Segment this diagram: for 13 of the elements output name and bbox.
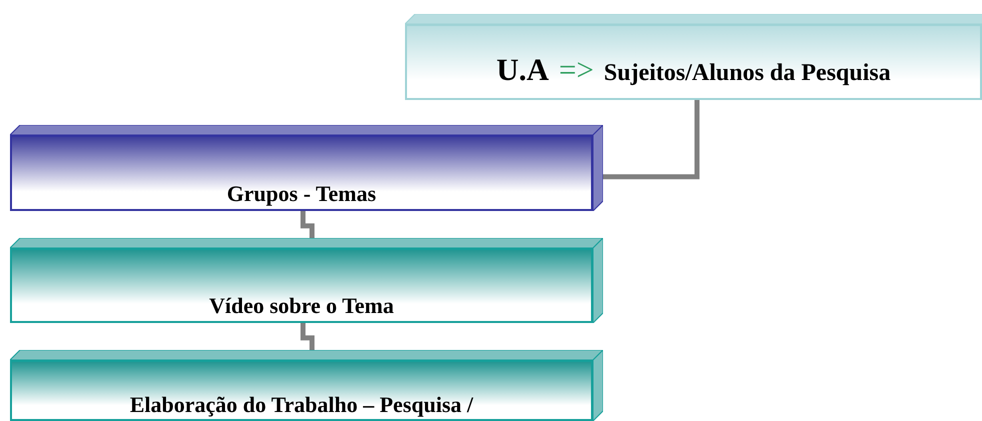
box-label: U.A xyxy=(496,52,549,88)
box-label: Sujeitos/Alunos da Pesquisa xyxy=(604,60,891,87)
box-label: Vídeo sobre o Tema xyxy=(209,293,394,319)
box-label: Grupos - Temas xyxy=(226,181,376,207)
process-box xyxy=(10,125,603,211)
box-label: => xyxy=(558,52,594,88)
process-box xyxy=(10,238,603,323)
box-label: Elaboração do Trabalho – Pesquisa / xyxy=(130,392,474,418)
connector-line xyxy=(300,323,314,350)
connector-line xyxy=(300,211,314,238)
process-box xyxy=(405,14,982,100)
connector-line xyxy=(603,100,700,180)
process-box xyxy=(10,350,603,421)
